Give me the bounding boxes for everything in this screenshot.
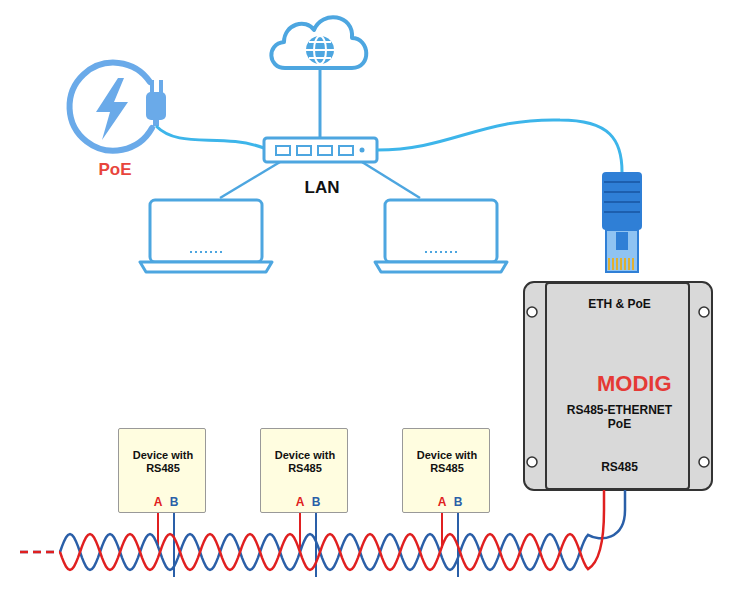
internet-cloud — [271, 17, 366, 138]
network-label: LAN — [305, 178, 340, 198]
pin-label: A — [296, 495, 305, 509]
rj45-plug — [602, 172, 642, 272]
pin-label: A — [438, 495, 447, 509]
ethernet-cable — [377, 120, 622, 172]
pin-label: B — [312, 495, 321, 509]
poe-icon — [70, 63, 166, 151]
pin-label: B — [454, 495, 463, 509]
port-label: ETH & PoE — [547, 298, 692, 312]
brand-logo: MODIG — [597, 371, 689, 396]
product-name: RS485-ETHERNET PoE — [552, 404, 687, 432]
poe-cable — [156, 126, 264, 148]
pin-label: B — [170, 495, 179, 509]
device-name: Device with RS485 — [265, 449, 345, 474]
laptop-left — [140, 200, 272, 272]
power-label: PoE — [98, 160, 131, 180]
converter-housing — [524, 282, 712, 490]
device-name: Device with RS485 — [123, 449, 203, 474]
laptop-right — [375, 200, 507, 272]
converter-box: ETH & PoE MODIG RS485-ETHERNET PoE RS485 — [545, 282, 690, 490]
device-name: Device with RS485 — [407, 449, 487, 474]
bus-wire-continuation — [20, 551, 60, 554]
pin-label: A — [154, 495, 163, 509]
port-label: RS485 — [547, 461, 692, 475]
network-switch — [220, 138, 420, 198]
bus-wire-continuation — [20, 551, 60, 554]
